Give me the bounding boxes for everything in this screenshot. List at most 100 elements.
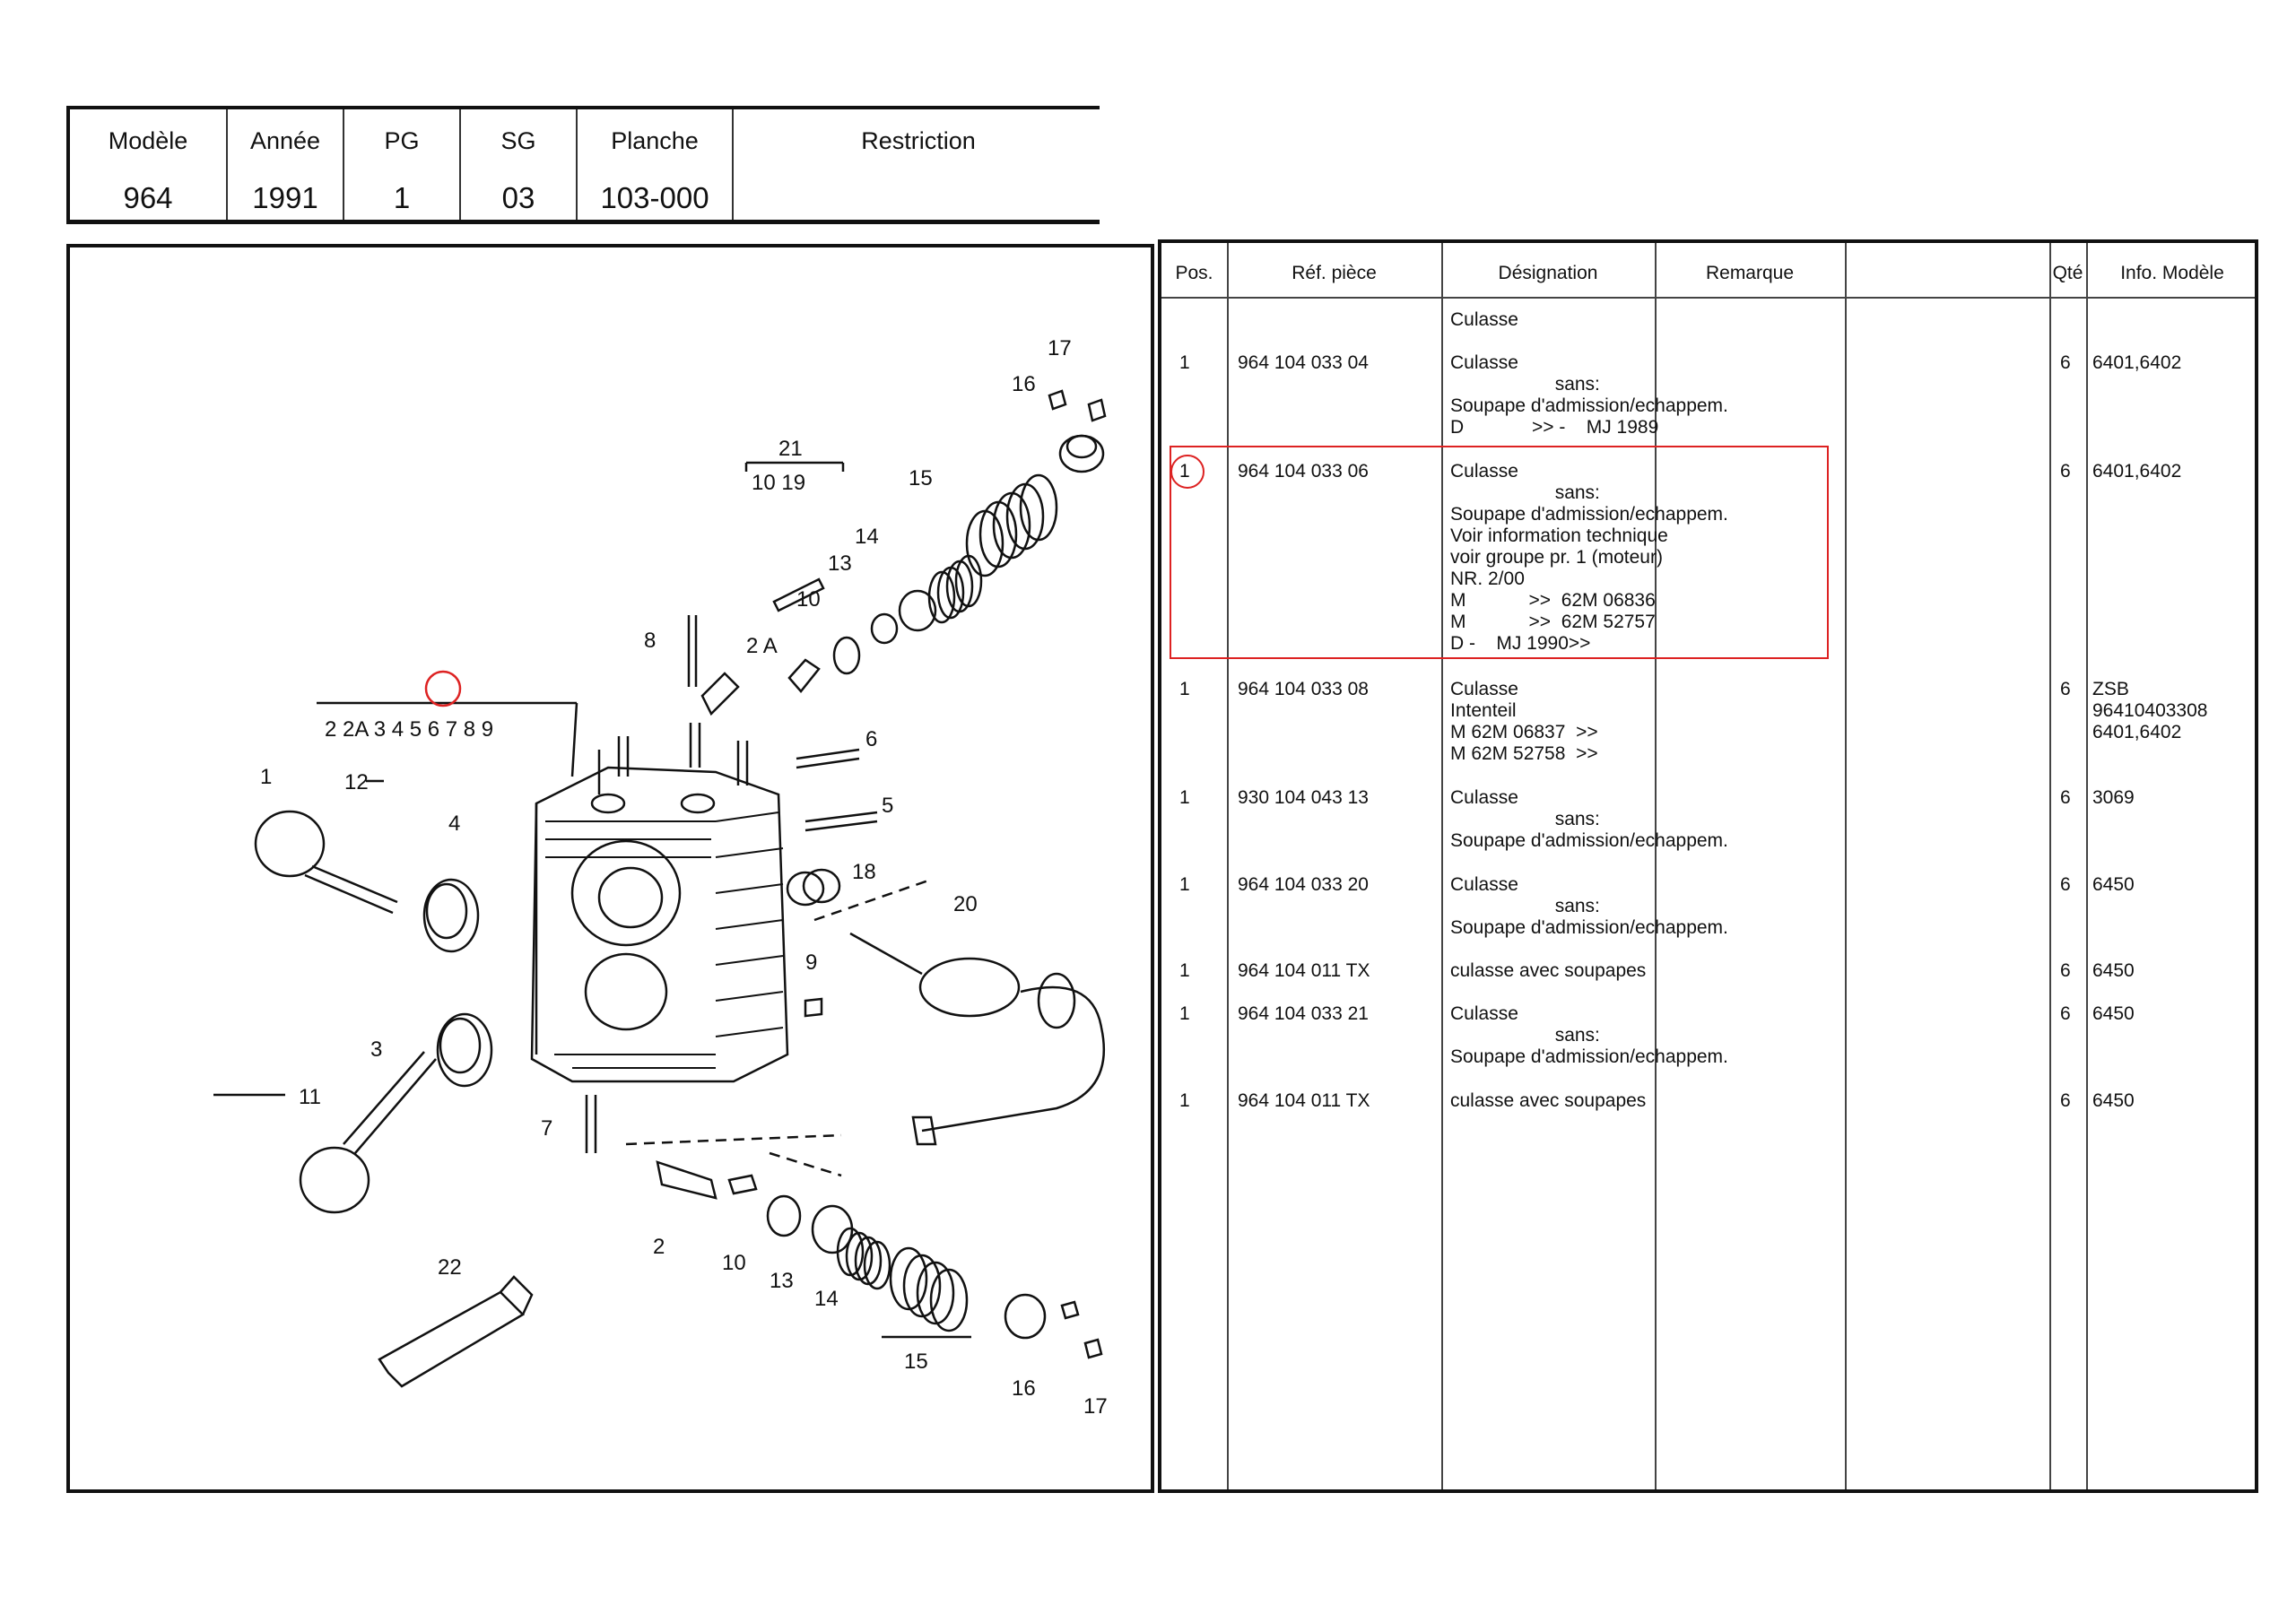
label-4: 4 — [448, 812, 460, 836]
header-label: Restriction — [861, 127, 976, 154]
header-col-modele: Modèle 964 — [70, 109, 228, 220]
row-ref: 964 104 033 04 — [1238, 352, 1369, 373]
label-2a: 2 A — [746, 634, 778, 658]
label-21-members: 10 19 — [752, 471, 805, 495]
col-header-qte: Qté — [2052, 263, 2083, 283]
header-value: 1991 — [252, 181, 318, 214]
label-1: 1 — [260, 765, 272, 789]
label-20: 20 — [953, 892, 978, 916]
col-header-designation: Désignation — [1498, 263, 1598, 283]
header-label: Année — [249, 127, 321, 154]
row-ref: 964 104 011 TX — [1238, 960, 1370, 981]
row-pos: 1 — [1179, 874, 1190, 895]
label-7: 7 — [541, 1116, 552, 1141]
row-ref: 964 104 033 08 — [1238, 679, 1369, 699]
label-10-upper: 10 — [796, 587, 821, 612]
row-info: ZSB 96410403308 6401,6402 — [2092, 679, 2208, 742]
col-header-remarque: Remarque — [1705, 263, 1795, 283]
row-pos: 1 — [1179, 461, 1190, 482]
row-designation: Culasse sans: Soupape d'admission/echapp… — [1450, 1003, 1728, 1067]
header-value: 03 — [501, 181, 535, 214]
label-16-upper: 16 — [1012, 372, 1036, 396]
row-qte: 6 — [2060, 787, 2071, 808]
row-pos: 1 — [1179, 1090, 1190, 1111]
row-designation: Culasse Intenteil M 62M 06837 >> M 62M 5… — [1450, 679, 1598, 764]
label-13-lower: 13 — [770, 1269, 794, 1293]
label-14-upper: 14 — [855, 525, 879, 549]
label-12: 12 — [344, 770, 369, 794]
row-designation: culasse avec soupapes — [1450, 1090, 1647, 1111]
label-group-members: 2 2A 3 4 5 6 7 8 9 — [325, 717, 493, 742]
header-label: PG — [384, 127, 420, 154]
row-pos: 1 — [1179, 960, 1190, 981]
label-15-lower: 15 — [904, 1350, 928, 1374]
label-2: 2 — [653, 1235, 665, 1259]
row-info: 6401,6402 — [2092, 352, 2182, 373]
row-pos: 1 — [1179, 679, 1190, 699]
row-qte: 6 — [2060, 461, 2071, 482]
header-value: 1 — [393, 181, 411, 214]
row-info: 3069 — [2092, 787, 2135, 808]
label-13-upper: 13 — [828, 551, 852, 576]
label-17-upper: 17 — [1048, 336, 1072, 360]
header-col-planche: Planche 103-000 — [578, 109, 734, 220]
header-value: 103-000 — [600, 181, 709, 214]
row-qte: 6 — [2060, 352, 2071, 373]
row-designation: Culasse sans: Soupape d'admission/echapp… — [1450, 874, 1728, 938]
row-pos: 1 — [1179, 352, 1190, 373]
row-ref: 964 104 033 21 — [1238, 1003, 1369, 1024]
label-10-lower: 10 — [722, 1251, 746, 1275]
row-info: 6450 — [2092, 874, 2135, 895]
row-designation: Culasse sans: Soupape d'admission/echapp… — [1450, 787, 1728, 851]
row-ref: 964 104 033 06 — [1238, 461, 1369, 482]
col-header-pos: Pos. — [1175, 263, 1213, 283]
label-15-upper: 15 — [909, 466, 933, 490]
row-designation: Culasse — [1450, 309, 1518, 330]
row-designation: Culasse sans: Soupape d'admission/echapp… — [1450, 352, 1728, 438]
header-label: Planche — [611, 127, 699, 154]
header-label: Modèle — [108, 127, 188, 154]
col-header-info: Info. Modèle — [2120, 263, 2224, 283]
col-header-ref: Réf. pièce — [1292, 263, 1377, 283]
label-5: 5 — [882, 794, 893, 818]
header-col-pg: PG 1 — [344, 109, 461, 220]
header-col-annee: Année 1991 — [228, 109, 344, 220]
row-qte: 6 — [2060, 1090, 2071, 1111]
row-info: 6450 — [2092, 1003, 2135, 1024]
label-21: 21 — [778, 437, 803, 461]
highlight-circle — [424, 670, 462, 707]
label-14-lower: 14 — [814, 1287, 839, 1311]
label-22: 22 — [438, 1255, 462, 1280]
row-qte: 6 — [2060, 960, 2071, 981]
row-designation: Culasse sans: Soupape d'admission/echapp… — [1450, 461, 1728, 654]
exploded-diagram-panel: 1 2 2A 3 4 5 6 7 8 9 21 10 19 2 2 A 3 4 … — [66, 244, 1154, 1493]
row-pos: 1 — [1179, 787, 1190, 808]
row-info: 6401,6402 — [2092, 461, 2182, 482]
row-qte: 6 — [2060, 1003, 2071, 1024]
header-value: 964 — [123, 181, 173, 214]
row-ref: 930 104 043 13 — [1238, 787, 1369, 808]
row-pos: 1 — [1179, 1003, 1190, 1024]
header-label: SG — [500, 127, 536, 154]
row-info: 6450 — [2092, 960, 2135, 981]
label-16-lower: 16 — [1012, 1376, 1036, 1401]
label-3: 3 — [370, 1037, 382, 1062]
label-18: 18 — [852, 860, 876, 884]
row-qte: 6 — [2060, 679, 2071, 699]
header-col-sg: SG 03 — [461, 109, 578, 220]
header-table: Modèle 964 Année 1991 PG 1 SG 03 Planche… — [66, 106, 1100, 224]
label-9: 9 — [805, 950, 817, 975]
label-6: 6 — [865, 727, 877, 751]
highlight-box — [1170, 446, 1829, 659]
label-17-lower: 17 — [1083, 1394, 1108, 1419]
row-info: 6450 — [2092, 1090, 2135, 1111]
row-ref: 964 104 011 TX — [1238, 1090, 1370, 1111]
cylinder-head-exploded-diagram: 1 2 2A 3 4 5 6 7 8 9 21 10 19 2 2 A 3 4 … — [213, 336, 1108, 1419]
parts-table: Pos. Réf. pièce Désignation Remarque Qté… — [1158, 239, 2258, 1493]
row-ref: 964 104 033 20 — [1238, 874, 1369, 895]
label-11: 11 — [299, 1085, 321, 1109]
header-col-restriction: Restriction — [734, 109, 1103, 220]
highlight-circle — [1170, 455, 1205, 489]
row-qte: 6 — [2060, 874, 2071, 895]
row-designation: culasse avec soupapes — [1450, 960, 1647, 981]
